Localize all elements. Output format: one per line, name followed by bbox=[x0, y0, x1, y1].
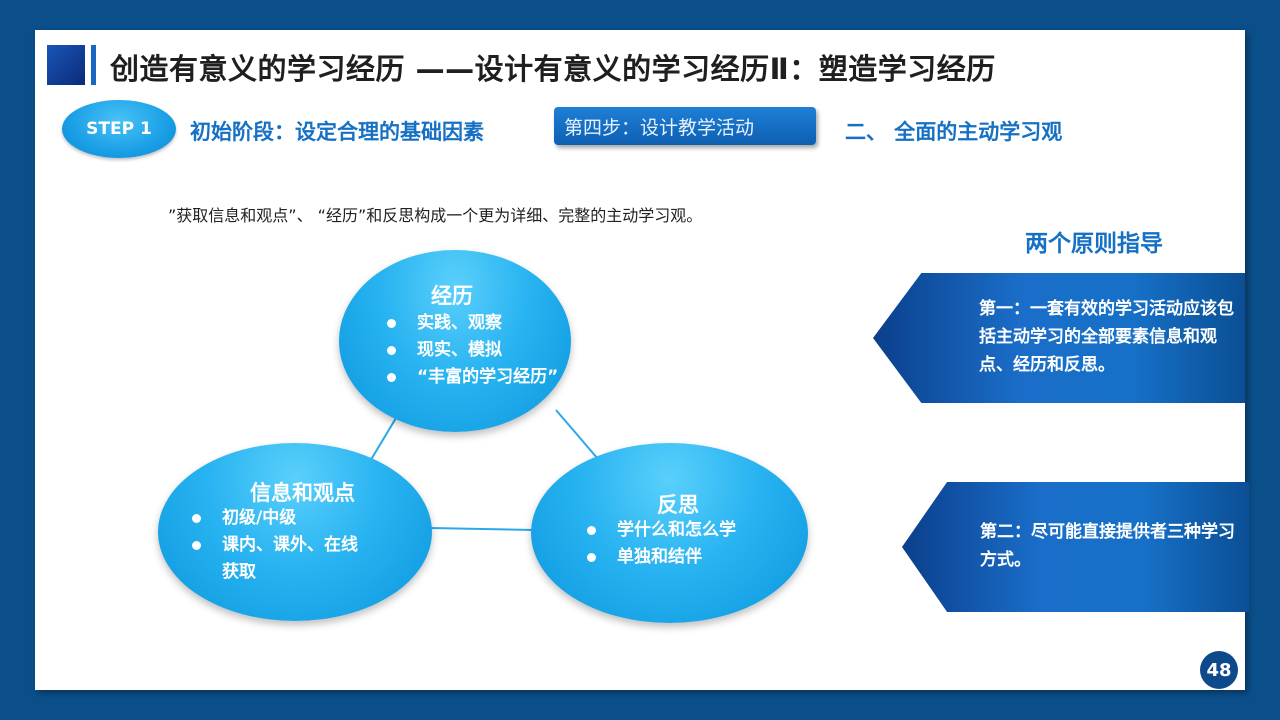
principle-second-text: 第二：尽可能直接提供者三种学习方式。 bbox=[980, 522, 1235, 570]
principle-card-first: 第一：一套有效的学习活动应该包括主动学习的全部要素信息和观点、经历和反思。 bbox=[873, 273, 1245, 403]
principle-card-second: 第二：尽可能直接提供者三种学习方式。 bbox=[902, 482, 1249, 612]
bubble-experience: 经历 实践、观察 现实、模拟 “丰富的学习经历” bbox=[339, 250, 571, 432]
bullet-dot bbox=[587, 553, 596, 562]
bullet-dot bbox=[192, 541, 201, 550]
bubble-information-title: 信息和观点 bbox=[250, 481, 355, 505]
list-item: 学什么和怎么学 bbox=[587, 517, 736, 544]
page-number-badge: 48 bbox=[1200, 651, 1238, 689]
bullet-dot bbox=[192, 514, 201, 523]
bubble-experience-list: 实践、观察 现实、模拟 “丰富的学习经历” bbox=[387, 310, 558, 391]
title-decor-bar bbox=[91, 45, 96, 85]
page-title: 创造有意义的学习经历 ——设计有意义的学习经历Ⅱ：塑造学习经历 bbox=[110, 52, 996, 86]
list-item: 课内、课外、在线 bbox=[192, 532, 358, 559]
bubble-information: 信息和观点 初级/中级 课内、课外、在线 获取 bbox=[158, 443, 432, 621]
bubble-reflection-list: 学什么和怎么学 单独和结伴 bbox=[587, 517, 736, 571]
title-decor-square bbox=[47, 45, 85, 85]
principles-title: 两个原则指导 bbox=[1025, 231, 1163, 257]
list-item-continuation: 获取 bbox=[222, 562, 256, 582]
bubble-reflection: 反思 学什么和怎么学 单独和结伴 bbox=[531, 443, 808, 623]
bubble-reflection-title: 反思 bbox=[657, 493, 699, 517]
principle-first-text: 第一：一套有效的学习活动应该包括主动学习的全部要素信息和观点、经历和反思。 bbox=[979, 299, 1234, 375]
list-item: 现实、模拟 bbox=[387, 337, 558, 364]
step-four-box: 第四步：设计教学活动 bbox=[554, 107, 816, 145]
stage-label: 初始阶段：设定合理的基础因素 bbox=[190, 120, 484, 144]
list-item: “丰富的学习经历” bbox=[387, 364, 558, 391]
list-item: 初级/中级 bbox=[192, 505, 358, 532]
bullet-dot bbox=[387, 346, 396, 355]
list-item: 单独和结伴 bbox=[587, 544, 736, 571]
bullet-dot bbox=[587, 526, 596, 535]
bullet-dot bbox=[387, 319, 396, 328]
section-subheading: 二、 全面的主动学习观 bbox=[845, 120, 1063, 144]
list-item: 实践、观察 bbox=[387, 310, 558, 337]
step-badge: STEP 1 bbox=[62, 100, 176, 158]
intro-text: ”获取信息和观点”、 “经历”和反思构成一个更为详细、完整的主动学习观。 bbox=[168, 206, 703, 225]
bubble-information-list: 初级/中级 课内、课外、在线 获取 bbox=[192, 505, 358, 586]
bubble-experience-title: 经历 bbox=[431, 284, 473, 308]
bullet-dot bbox=[387, 373, 396, 382]
